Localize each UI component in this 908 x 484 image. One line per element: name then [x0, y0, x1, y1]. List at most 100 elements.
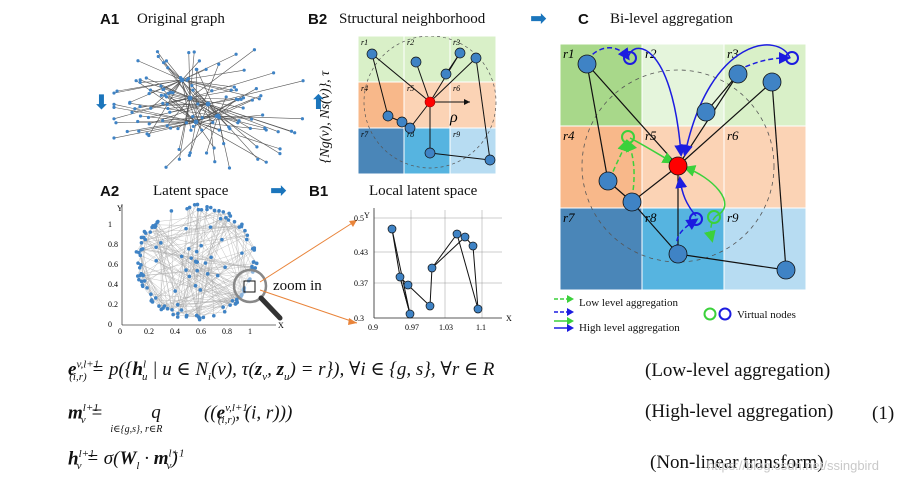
latent-node — [184, 314, 189, 319]
latent-node — [215, 273, 220, 278]
x-axis-title: X — [278, 321, 284, 330]
region-label: r2 — [407, 38, 414, 47]
graph-node — [187, 51, 191, 55]
graph-node — [112, 102, 116, 106]
latent-node — [139, 271, 143, 276]
graph-node — [161, 119, 165, 123]
graph-node — [134, 79, 138, 83]
x-axis-title: X — [506, 314, 512, 323]
local-node — [452, 229, 462, 239]
latent-node — [134, 250, 139, 254]
neighbor-node — [696, 102, 716, 122]
graph-node — [200, 128, 204, 132]
graph-node — [190, 84, 194, 88]
latent-node — [139, 279, 144, 284]
latent-node — [244, 237, 249, 242]
graph-node — [191, 88, 195, 92]
neighbor-node — [404, 122, 416, 134]
graph-node — [213, 160, 217, 164]
latent-node — [253, 266, 258, 270]
latent-node — [165, 306, 170, 311]
latent-node — [223, 265, 227, 269]
graph-node — [210, 89, 214, 93]
graph-node — [164, 165, 168, 169]
graph-node — [254, 87, 258, 91]
graph-node — [249, 117, 254, 121]
graph-node — [259, 94, 263, 98]
graph-node — [242, 68, 246, 72]
latent-node — [159, 241, 163, 245]
y-tick-label: 0.2 — [108, 300, 118, 309]
latent-node — [224, 215, 228, 220]
region-label: r6 — [727, 128, 739, 143]
graph-node — [177, 157, 181, 161]
local-node — [460, 232, 470, 242]
graph-node — [138, 78, 142, 82]
latent-node — [221, 305, 225, 309]
graph-node — [217, 62, 221, 66]
neighbor-node — [728, 64, 748, 84]
original-graph — [112, 48, 305, 170]
neighbor-node — [577, 54, 597, 74]
latent-node — [194, 249, 199, 254]
neighbor-node — [396, 116, 408, 128]
graph-node — [130, 110, 134, 114]
y-axis-title: Y — [117, 204, 123, 213]
virtual-node — [689, 212, 703, 226]
latent-node — [251, 260, 256, 264]
graph-node — [159, 84, 163, 88]
graph-node — [168, 126, 173, 130]
neighbor-node — [622, 192, 642, 212]
latent-node — [185, 206, 189, 211]
latent-node — [228, 303, 232, 307]
graph-node — [189, 128, 193, 132]
virtual-node — [707, 210, 721, 224]
neighbor-node — [484, 154, 496, 166]
latent-node — [252, 248, 257, 252]
latent-node — [141, 247, 145, 251]
graph-node — [147, 122, 151, 126]
x-tick-label: 0.9 — [368, 323, 378, 332]
graph-node — [239, 97, 243, 101]
x-tick-label: 0.97 — [405, 323, 419, 332]
legend-virtual-nodes: Virtual nodes — [737, 309, 796, 321]
latent-node — [197, 316, 202, 321]
neighbor-node — [668, 244, 688, 264]
latent-node — [199, 243, 204, 248]
latent-node — [149, 292, 153, 297]
legend-low-level: Low level aggregation — [579, 297, 678, 309]
panel-a1-title: Original graph — [137, 11, 225, 27]
y-tick-label: 0.4 — [108, 280, 118, 289]
virtual-node — [785, 51, 799, 65]
zoom-in-label: zoom in — [273, 278, 322, 294]
graph-node — [276, 130, 280, 134]
latent-node — [187, 247, 191, 251]
neighbor-node — [470, 52, 482, 64]
latent-node — [184, 226, 188, 231]
graph-node — [133, 107, 137, 111]
graph-node — [149, 106, 153, 110]
graph-node — [255, 145, 259, 149]
center-node — [424, 96, 436, 108]
graph-node — [137, 129, 141, 133]
graph-node — [162, 87, 166, 91]
graph-node — [136, 59, 140, 63]
latent-node — [201, 315, 206, 320]
latent-node — [195, 268, 200, 273]
graph-node — [224, 95, 228, 99]
graph-node — [125, 129, 129, 134]
latent-node — [193, 283, 198, 288]
graph-node — [241, 106, 245, 110]
latent-node — [205, 207, 209, 212]
graph-node — [112, 105, 116, 109]
latent-node — [217, 209, 221, 213]
latent-node — [199, 207, 204, 212]
graph-node — [176, 126, 180, 131]
graph-node — [186, 76, 191, 81]
neighbor-node — [454, 47, 466, 59]
latent-node — [195, 202, 200, 207]
graph-node — [234, 88, 238, 92]
